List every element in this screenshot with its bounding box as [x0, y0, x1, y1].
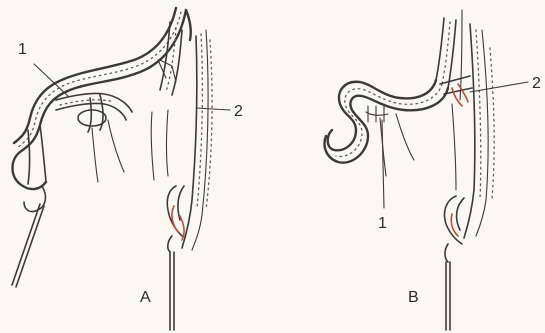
upper-bowel-tube-b	[436, 10, 462, 100]
callout-1-a: 1	[18, 41, 27, 58]
abdominal-wall-a	[182, 30, 212, 250]
panel-b: 1 2 B	[325, 10, 542, 330]
left-hook-retractor-a	[12, 186, 45, 287]
abdominal-wall-b	[464, 24, 494, 238]
panel-label-a: A	[140, 289, 151, 306]
bowel-loop-a	[13, 8, 187, 189]
callout-line-2-a	[196, 108, 230, 110]
callout-1-b: 1	[378, 215, 387, 232]
right-hook-retractor-b	[444, 196, 464, 330]
clamp-b	[440, 76, 472, 106]
mesentery-strands-b	[380, 104, 456, 190]
callout-line-1-b	[382, 120, 384, 208]
callout-2-a: 2	[234, 103, 243, 120]
right-hook-retractor-a	[167, 186, 184, 330]
callout-2-b: 2	[532, 75, 541, 92]
bowel-loop-b	[325, 80, 449, 163]
panel-a: 1 2 A	[12, 8, 243, 330]
panel-label-b: B	[408, 289, 419, 306]
upper-bowel-tube-a	[160, 10, 191, 95]
